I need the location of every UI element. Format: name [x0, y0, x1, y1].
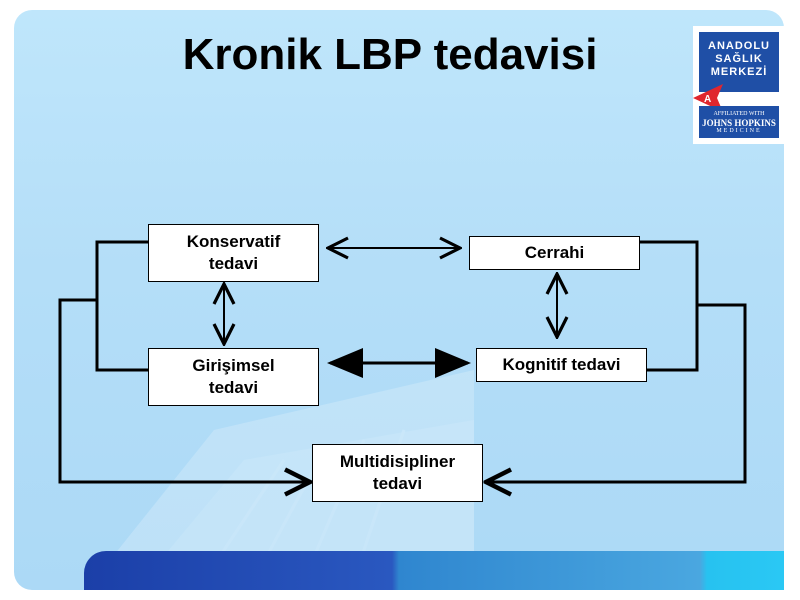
node-multidisipliner: Multidisipliner tedavi	[312, 444, 483, 502]
node-kognitif: Kognitif tedavi	[476, 348, 647, 382]
edge-right-to-multidisipliner	[486, 303, 747, 482]
right-bracket	[640, 240, 699, 372]
node-girisimsel: Girişimsel tedavi	[148, 348, 319, 406]
slide-title: Kronik LBP tedavisi	[182, 30, 598, 79]
logo-star-icon: A	[693, 84, 723, 112]
footer-bar	[84, 551, 784, 590]
logo-affiliation: AFFILIATED WITH JOHNS HOPKINS MEDICINE	[699, 106, 779, 138]
edge-left-to-multidisipliner	[58, 298, 310, 482]
left-bracket	[95, 240, 148, 372]
svg-text:A: A	[704, 94, 711, 105]
node-cerrahi: Cerrahi	[469, 236, 640, 270]
anadolu-logo: ANADOLU SAĞLIK MERKEZİ A AFFILIATED WITH…	[693, 26, 785, 144]
node-konservatif: Konservatif tedavi	[148, 224, 319, 282]
logo-name: ANADOLU SAĞLIK MERKEZİ	[699, 32, 779, 92]
